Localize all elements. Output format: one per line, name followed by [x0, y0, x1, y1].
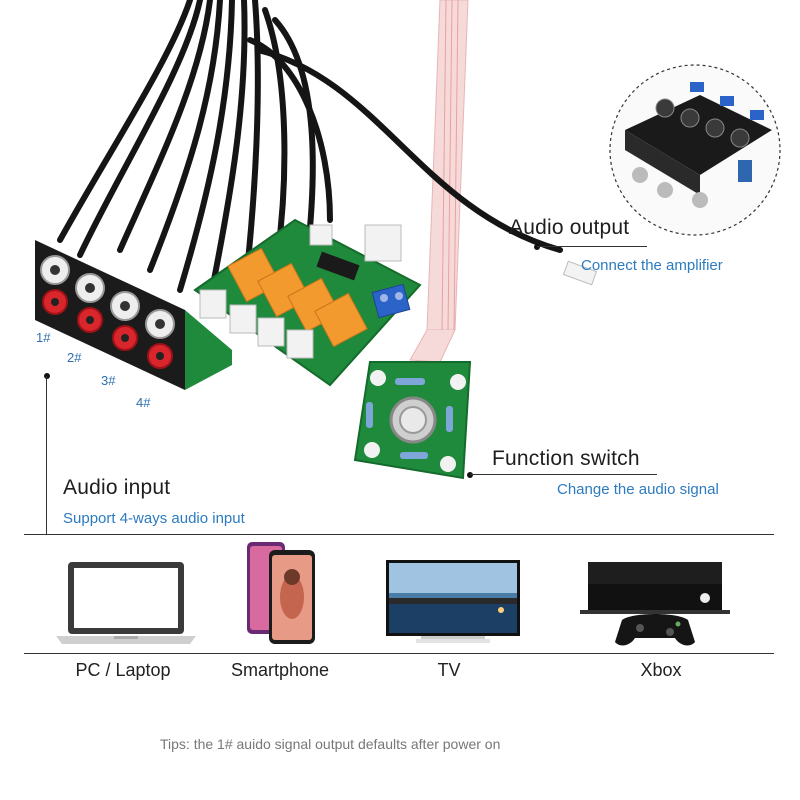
audio-output-subtitle: Connect the amplifier [581, 257, 723, 274]
amplifier-inset [609, 64, 781, 236]
audio-input-pointer-line [46, 376, 47, 534]
function-switch-title: Function switch [492, 447, 640, 470]
port-label-1: 1# [36, 330, 51, 345]
function-switch-subtitle: Change the audio signal [557, 481, 719, 498]
function-switch-pointer-dot [467, 472, 473, 478]
device-label-pc-laptop: PC / Laptop [75, 660, 171, 680]
port-label-3: 3# [101, 373, 116, 388]
audio-input-pointer-dot [44, 373, 50, 379]
audio-output-pointer-line [537, 246, 647, 247]
tips-note: Tips: the 1# auido signal output default… [160, 736, 501, 752]
rca-jack-panel [35, 240, 232, 390]
function-switch-pointer-line [470, 474, 657, 475]
laptop-icon [56, 562, 196, 644]
main-pcb [193, 218, 422, 387]
audio-output-title: Audio output [509, 216, 630, 239]
smartphone-icon [247, 542, 315, 644]
device-label-tv: TV [437, 660, 461, 680]
tv-icon [386, 560, 520, 643]
product-illustration [35, 0, 781, 480]
device-label-xbox: Xbox [640, 660, 682, 680]
output-connector [562, 260, 598, 286]
port-label-4: 4# [136, 395, 151, 410]
audio-input-title: Audio input [63, 476, 171, 499]
device-strip-top-divider [24, 534, 774, 535]
device-label-smartphone: Smartphone [230, 660, 330, 680]
device-strip-bottom-divider [24, 653, 774, 654]
audio-output-pointer-dot [534, 244, 540, 250]
audio-input-subtitle: Support 4-ways audio input [63, 510, 245, 527]
xbox-icon [580, 562, 730, 646]
switch-board [353, 361, 472, 480]
ribbon-cable [409, 0, 469, 363]
port-label-2: 2# [67, 350, 82, 365]
